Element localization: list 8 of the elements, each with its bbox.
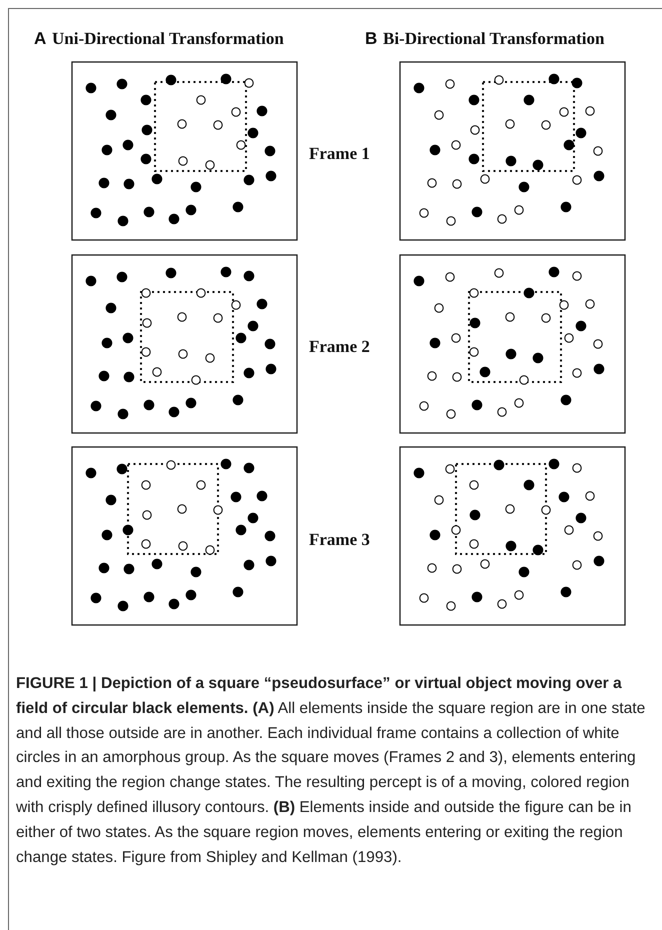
frame-label: Frame 1	[309, 144, 370, 164]
panel-heading: Uni-Directional Transformation	[52, 29, 284, 49]
panel-letter: B	[365, 29, 378, 49]
figure-caption: FIGURE 1 | Depiction of a square “pseudosurface” or virtual object moving over a field of circular black elements. (A) All elements inside the square region are in one state and all those outside are in another. Each individual frame contains a collection of white circles in an amorphous group. As the square moves (Frames 2 and 3), elements entering and exiting the region change states. The resulting percept is of a moving, colored region with crisply defined illusory contours. (B) Elements inside and outside the figure can be in either of two states. As the square region moves, elements entering or exiting the region change states. Figure from Shipley and Kellman (1993).	[16, 674, 646, 868]
panel-letter: A	[34, 29, 46, 49]
frame-label: Frame 2	[309, 337, 370, 357]
frame-label: Frame 3	[309, 530, 370, 550]
panel-heading: Bi-Directional Transformation	[383, 29, 604, 49]
